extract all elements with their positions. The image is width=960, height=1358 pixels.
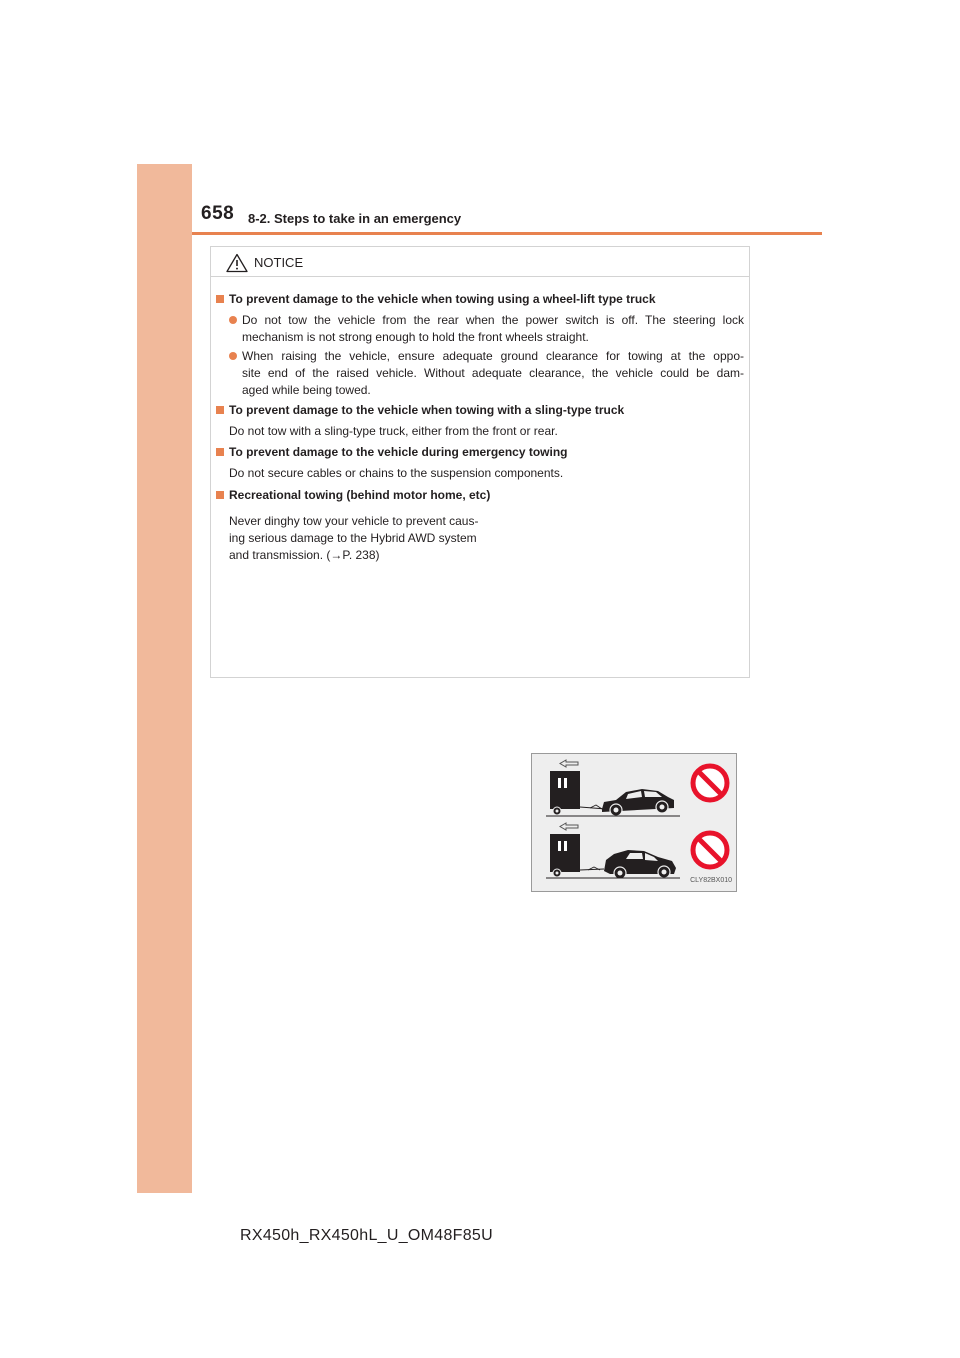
square-bullet-icon — [216, 448, 224, 456]
square-bullet-icon — [216, 295, 224, 303]
car-icon — [602, 789, 674, 817]
motor-home-icon — [550, 834, 580, 878]
notice-box: NOTICE To prevent damage to the vehicle … — [210, 246, 750, 892]
bullet-line: mechanism is not strong enough to hold t… — [242, 330, 589, 344]
item-heading: To prevent damage to the vehicle when to… — [229, 292, 656, 306]
item-text-line: ing serious damage to the Hybrid AWD sys… — [229, 531, 477, 545]
notice-title: NOTICE — [254, 255, 304, 270]
dinghy-towing-illustration: CLY82BX010 — [531, 753, 737, 892]
item-text: Do not tow with a sling-type truck, eith… — [229, 424, 558, 438]
arrow-left-icon — [559, 759, 579, 768]
circle-bullet-icon — [229, 352, 237, 360]
item-heading: Recreational towing (behind motor home, … — [229, 488, 491, 502]
item-text-line: Never dinghy tow your vehicle to prevent… — [229, 514, 479, 528]
square-bullet-icon — [216, 406, 224, 414]
prohibited-icon — [690, 830, 730, 870]
item-heading: To prevent damage to the vehicle during … — [229, 445, 568, 459]
section-title: 8-2. Steps to take in an emergency — [248, 211, 462, 226]
item-text: Do not secure cables or chains to the su… — [229, 466, 564, 480]
motor-home-icon — [550, 771, 580, 816]
towing-prohibited-diagram — [546, 759, 730, 880]
square-bullet-icon — [216, 491, 224, 499]
bullet-line: aged while being towed. — [242, 383, 371, 397]
figure-code: CLY82BX010 — [690, 877, 732, 884]
notice-header: NOTICE — [211, 247, 749, 277]
page-number: 658 — [201, 203, 235, 224]
chapter-side-bar — [137, 164, 192, 1193]
bullet-line: site end of the raised vehicle. Without … — [242, 366, 744, 380]
header-rule — [192, 232, 822, 235]
document-code: RX450h_RX450hL_U_OM48F85U — [240, 1227, 493, 1244]
circle-bullet-icon — [229, 316, 237, 324]
warning-triangle-icon — [226, 253, 248, 273]
bullet-line: When raising the vehicle, ensure adequat… — [242, 349, 744, 363]
bullet-line: Do not tow the vehicle from the rear whe… — [242, 313, 744, 327]
prohibited-icon — [690, 763, 730, 803]
item-text-line: and transmission. (→P. 238) — [229, 548, 380, 562]
item-heading: To prevent damage to the vehicle when to… — [229, 403, 625, 417]
car-icon — [604, 850, 676, 880]
arrow-left-icon — [559, 822, 579, 831]
